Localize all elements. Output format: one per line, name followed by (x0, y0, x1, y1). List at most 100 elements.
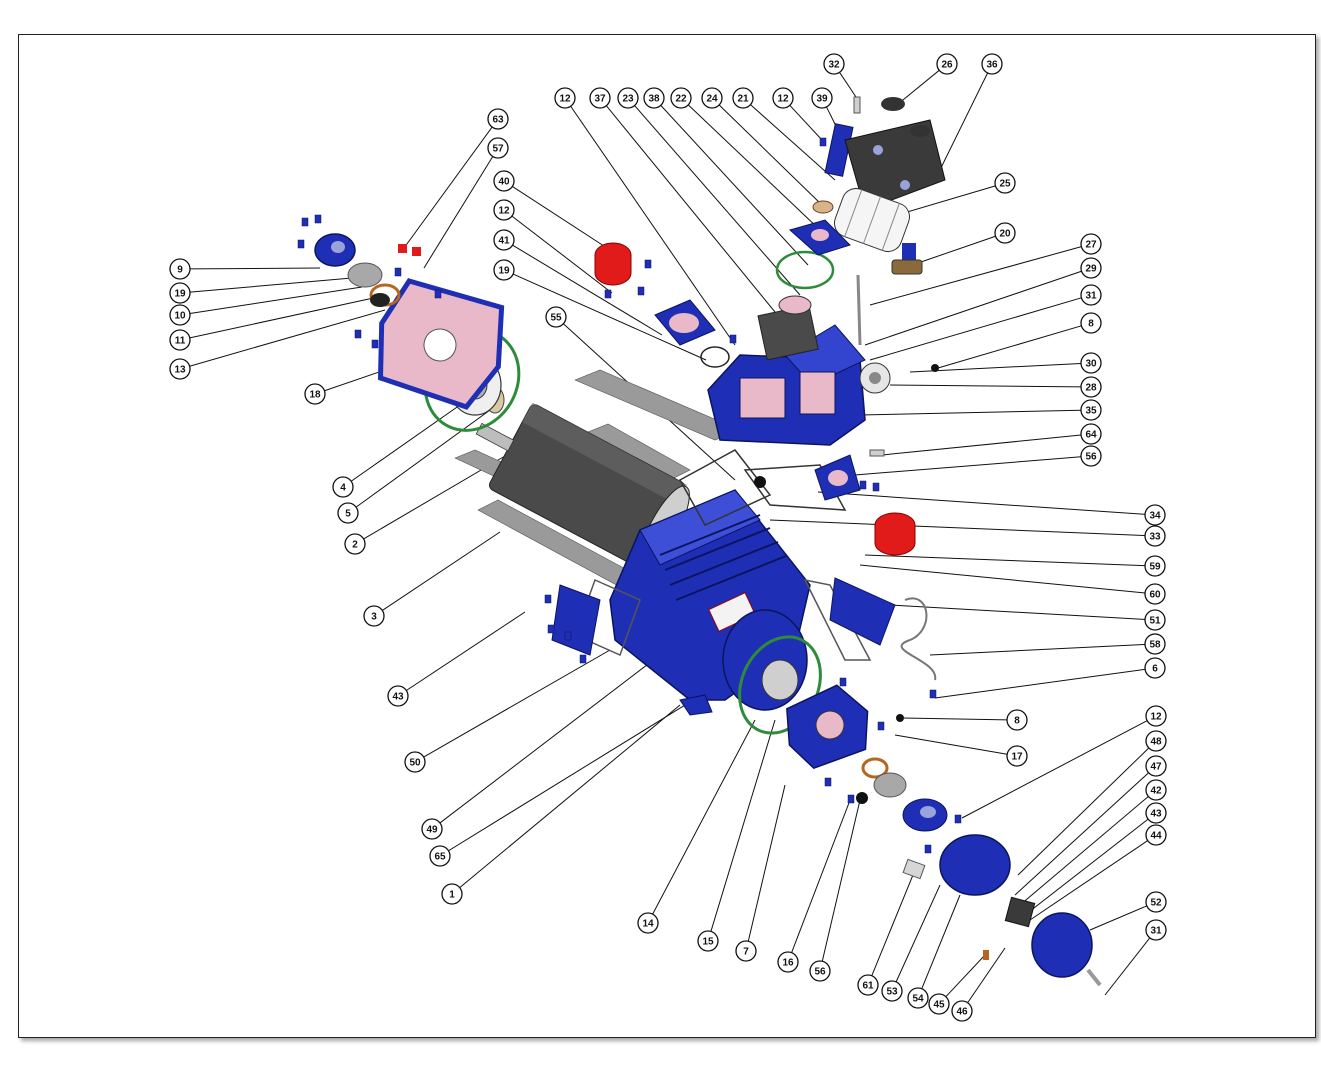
callout-label: 23 (622, 94, 634, 105)
callout-label: 5 (345, 509, 351, 520)
callout-c-12b: 12 (554, 87, 576, 109)
callout-circle (1144, 657, 1166, 679)
leader-line-c-46 (967, 947, 1006, 1004)
callout-circle (493, 199, 515, 221)
leader-line-c-34 (817, 491, 1146, 515)
leader-line-c-14 (652, 719, 756, 915)
leader-line-c-26 (897, 69, 940, 105)
callout-circle (857, 974, 879, 996)
callout-label: 14 (642, 919, 654, 930)
callout-circle (1145, 919, 1167, 941)
leader-line-c-12a (511, 215, 613, 294)
leader-line-c-12c (789, 104, 823, 141)
washer (347, 262, 383, 288)
callout-circle (493, 259, 515, 281)
callout-circle (670, 87, 692, 109)
callout-label: 18 (309, 390, 321, 401)
leader-line-c-54 (921, 894, 961, 989)
callout-label: 12 (498, 206, 510, 217)
callout-c-8a: 8 (1080, 312, 1102, 334)
callout-label: 7 (743, 947, 749, 958)
callout-label: 44 (1150, 831, 1162, 842)
leader-line-c-38 (660, 105, 809, 266)
callout-c-11: 11 (169, 329, 191, 351)
callout-c-12a: 12 (493, 199, 515, 221)
callout-circle (493, 170, 515, 192)
callout-circle (823, 53, 845, 75)
screw (853, 96, 861, 114)
callout-circle (404, 751, 426, 773)
callout-label: 28 (1085, 383, 1097, 394)
leader-line-c-64 (881, 434, 1082, 456)
leader-line-c-51 (889, 604, 1146, 620)
callout-c-64: 64 (1080, 423, 1102, 445)
callout-c-6: 6 (1144, 657, 1166, 679)
callout-c-56a: 56 (1080, 445, 1102, 467)
callout-label: 43 (1150, 809, 1162, 820)
callout-circle (1080, 352, 1102, 374)
red-cap (594, 242, 632, 286)
leader-line-c-41 (512, 244, 663, 336)
gasket-plate (803, 578, 872, 661)
callout-label: 12 (1150, 712, 1162, 723)
callout-label: 64 (1085, 430, 1097, 441)
gasket-ring (775, 250, 835, 290)
leader-line-c-44 (1029, 840, 1148, 921)
callout-c-7: 7 (735, 940, 757, 962)
leader-line-c-8a (937, 325, 1082, 369)
leader-line-c-42 (1019, 796, 1149, 906)
callout-label: 41 (498, 236, 510, 247)
callout-label: 42 (1150, 786, 1162, 797)
callout-label: 32 (828, 60, 840, 71)
callout-circle (421, 818, 443, 840)
callout-label: 48 (1150, 737, 1162, 748)
top-plate (844, 119, 946, 211)
callout-label: 1 (449, 890, 455, 901)
leader-line-c-56b (821, 799, 861, 962)
leader-line-c-24 (718, 104, 823, 206)
fasteners (297, 137, 962, 854)
callout-circle (545, 306, 567, 328)
callout-c-49: 49 (421, 818, 443, 840)
callout-label: 2 (352, 540, 358, 551)
cover-panel (829, 577, 896, 646)
leader-line-c-52 (1089, 905, 1147, 931)
callout-c-20: 20 (994, 222, 1016, 244)
callout-circle (1080, 399, 1102, 421)
callout-c-56b: 56 (809, 960, 831, 982)
callout-label: 29 (1085, 264, 1097, 275)
red-plug (412, 247, 421, 256)
leader-line-c-22 (687, 104, 821, 231)
callout-circle (169, 304, 191, 326)
callout-c-32: 32 (823, 53, 845, 75)
leader-line-c-27 (869, 246, 1082, 306)
callout-label: 65 (434, 852, 446, 863)
callout-label: 63 (492, 115, 504, 126)
callout-label: 40 (498, 177, 510, 188)
callout-circle (701, 87, 723, 109)
leader-line-c-37 (605, 105, 776, 313)
nut (896, 714, 904, 722)
leader-line-c-8b (902, 717, 1008, 721)
leader-line-c-43b (406, 611, 526, 691)
callout-c-12d: 12 (1145, 705, 1167, 727)
callout-c-55: 55 (545, 306, 567, 328)
callout-circle (981, 53, 1003, 75)
nut (754, 476, 766, 488)
leader-line-c-32 (839, 72, 859, 101)
gasket-plate (743, 464, 847, 511)
callout-circle (169, 282, 191, 304)
callout-circle (332, 476, 354, 498)
callout-circle (732, 87, 754, 109)
callout-c-63: 63 (487, 108, 509, 130)
callout-circle (1080, 423, 1102, 445)
callout-circle (881, 980, 903, 1002)
leader-line-c-17 (894, 734, 1008, 755)
callout-c-50: 50 (404, 751, 426, 773)
seal-ring (861, 757, 889, 779)
callout-c-4: 4 (332, 476, 354, 498)
callout-circle (169, 358, 191, 380)
drive-cover (1031, 912, 1093, 978)
callout-label: 33 (1149, 532, 1161, 543)
callout-label: 53 (886, 987, 898, 998)
